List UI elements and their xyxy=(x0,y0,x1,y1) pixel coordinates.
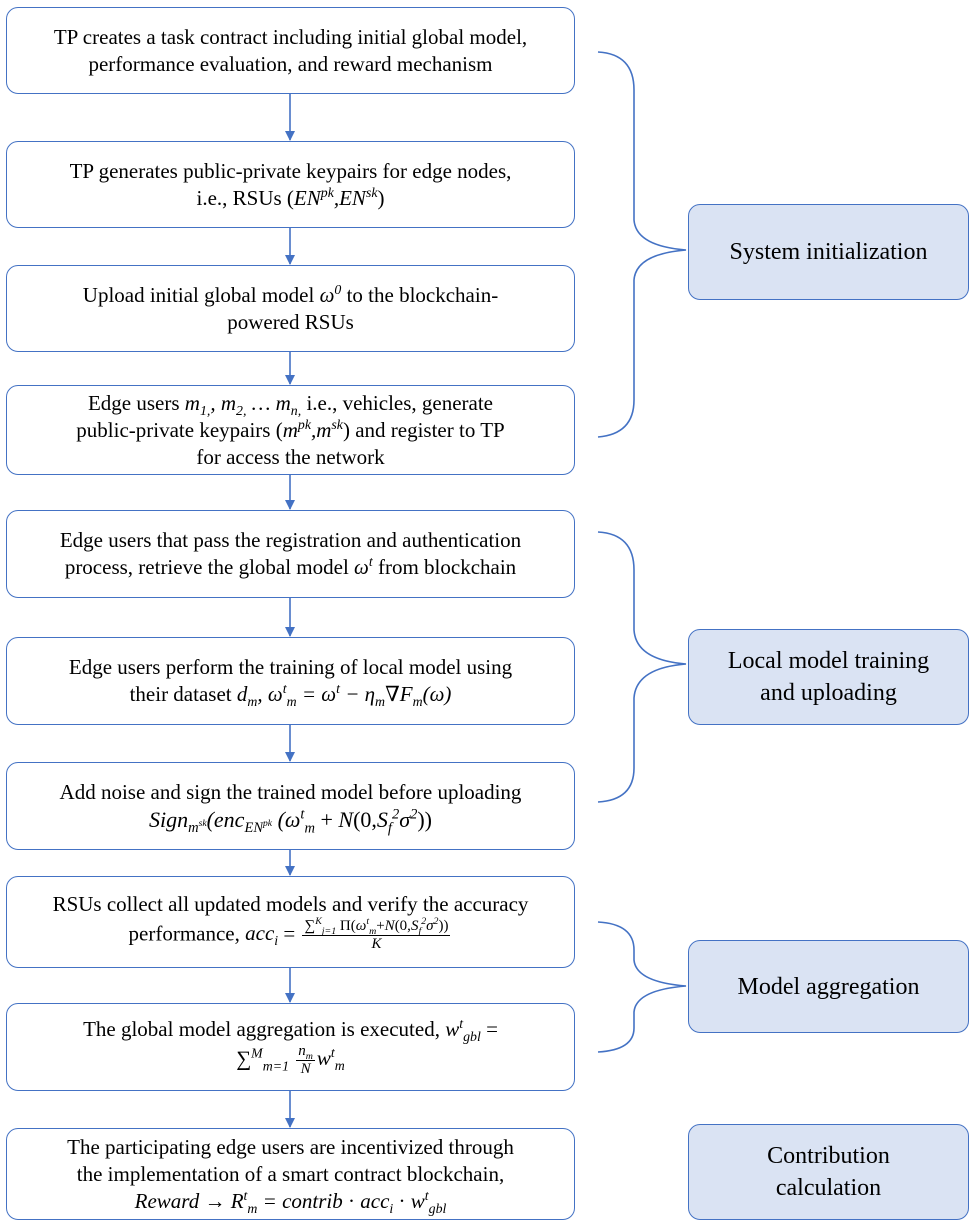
step-line: powered RSUs xyxy=(227,309,354,334)
step-add-noise-sign: Add noise and sign the trained model bef… xyxy=(6,762,575,850)
phase-label: calculation xyxy=(775,1175,882,1201)
step-verify-accuracy: RSUs collect all updated models and veri… xyxy=(6,876,575,968)
step-line-formula: The global model aggregation is executed… xyxy=(83,1016,498,1045)
step-line-formula: Edge users m1,, m2, … mn, i.e., vehicles… xyxy=(87,390,494,418)
step-line-formula: Signmsk(encENpk (ωtm + N(0,Sf2σ2)) xyxy=(149,806,432,837)
step-line: Edge users perform the training of local… xyxy=(68,655,513,679)
step-line: Add noise and sign the trained model bef… xyxy=(59,780,522,804)
step-line-formula: Upload initial global model ω0 to the bl… xyxy=(82,281,499,307)
phase-contribution-calculation: Contribution calculation xyxy=(688,1124,969,1220)
bracket-model-aggregation xyxy=(597,921,687,1053)
step-upload-initial-model: Upload initial global model ω0 to the bl… xyxy=(6,265,575,352)
phase-label: and uploading xyxy=(760,680,897,706)
step-local-training: Edge users perform the training of local… xyxy=(6,637,575,725)
phase-label: Local model training xyxy=(727,648,930,674)
step-line: for access the network xyxy=(196,444,385,469)
step-line: The participating edge users are incenti… xyxy=(67,1134,514,1159)
step-reward: The participating edge users are incenti… xyxy=(6,1128,575,1220)
phase-model-aggregation: Model aggregation xyxy=(688,940,969,1033)
step-keypairs-edge-nodes: TP generates public-private keypairs for… xyxy=(6,141,575,228)
step-edge-users-register: Edge users m1,, m2, … mn, i.e., vehicles… xyxy=(6,385,575,475)
step-line: Edge users that pass the registration an… xyxy=(59,528,522,552)
step-line: the implementation of a smart contract b… xyxy=(76,1161,505,1186)
step-line-formula: process, retrieve the global model ωt fr… xyxy=(64,554,517,579)
phase-label: System initialization xyxy=(729,239,928,265)
step-line-formula: i.e., RSUs (ENpk,ENsk) xyxy=(196,184,385,210)
step-line-formula: their dataset dm, ωtm = ωt − ηm∇Fm(ω) xyxy=(129,681,452,710)
step-line: RSUs collect all updated models and veri… xyxy=(52,892,529,916)
step-line: TP generates public-private keypairs for… xyxy=(69,158,512,183)
phase-label: Contribution xyxy=(767,1143,890,1169)
step-line: performance evaluation, and reward mecha… xyxy=(88,51,493,76)
bracket-local-model-training xyxy=(597,531,687,803)
step-line-formula: performance, acci = ∑Kj=1 Π(ωtm+N(0,Sf2σ… xyxy=(128,916,451,952)
step-retrieve-global-model: Edge users that pass the registration an… xyxy=(6,510,575,598)
bracket-system-initialization xyxy=(597,51,687,438)
step-global-aggregation: The global model aggregation is executed… xyxy=(6,1003,575,1091)
step-line-formula: public-private keypairs (mpk,msk) and re… xyxy=(76,416,505,442)
step-line-formula: Reward → Rtm = contrib · acci · wtgbl xyxy=(134,1187,447,1216)
phase-local-model-training: Local model training and uploading xyxy=(688,629,969,725)
step-line: TP creates a task contract including ini… xyxy=(53,24,528,49)
phase-system-initialization: System initialization xyxy=(688,204,969,300)
phase-label: Model aggregation xyxy=(737,973,920,1000)
step-task-contract: TP creates a task contract including ini… xyxy=(6,7,575,94)
